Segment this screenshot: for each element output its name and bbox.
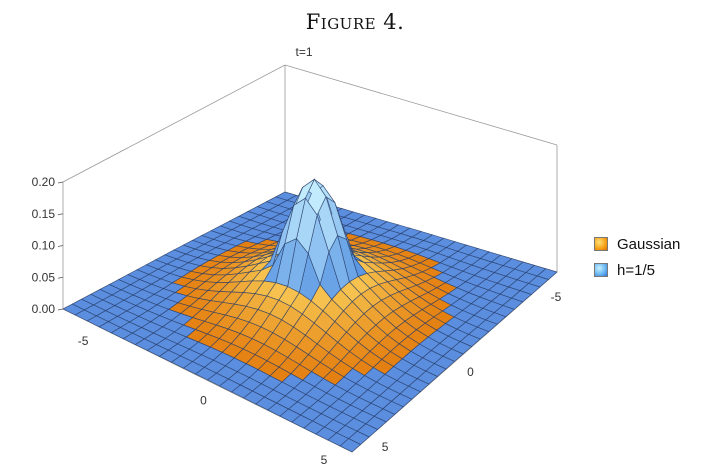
tick-labels: 0.00 0.05 0.10 0.15 0.20 -5 0 5 -5 0 5: [32, 175, 562, 467]
z-tick-mark: [57, 213, 64, 216]
x-tick-label: 0: [200, 394, 207, 408]
legend-label: Gaussian: [617, 235, 681, 253]
z-tick-label: 0.00: [32, 302, 56, 316]
y-tick-label: -5: [551, 290, 562, 304]
page-title: Figure 4.: [305, 10, 405, 34]
x-tick-label: 5: [321, 453, 328, 467]
legend-item: h=1/5: [594, 257, 680, 283]
legend-swatch: [594, 263, 608, 277]
x-tick-label: -5: [78, 334, 89, 348]
z-tick-mark: [57, 276, 64, 279]
surface-group: [62, 178, 558, 453]
legend-swatch: [594, 237, 608, 251]
legend-label: h=1/5: [617, 261, 655, 279]
legend: Gaussian h=1/5: [594, 231, 680, 283]
plot-label: t=1: [295, 45, 312, 59]
z-tick-mark: [57, 245, 64, 247]
z-tick-label: 0.20: [32, 175, 56, 189]
box-edge: [284, 64, 558, 146]
z-tick-label: 0.10: [32, 239, 56, 253]
z-tick-mark: [57, 181, 64, 184]
y-tick-label: 0: [467, 365, 474, 379]
z-tick-label: 0.15: [32, 207, 56, 221]
surface-cell: [62, 303, 86, 316]
box-edge: [62, 64, 286, 183]
z-tick-mark: [57, 308, 64, 311]
y-tick-label: 5: [382, 440, 389, 454]
z-tick-label: 0.05: [32, 270, 56, 284]
legend-item: Gaussian: [594, 231, 680, 257]
